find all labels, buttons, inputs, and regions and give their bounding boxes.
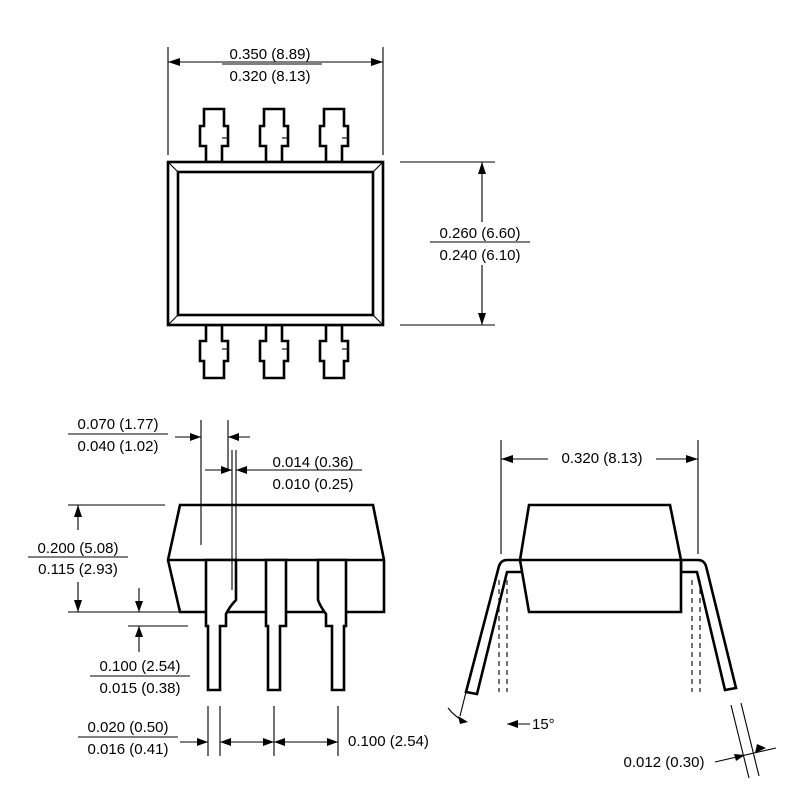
side-lead-2 — [264, 558, 288, 692]
side-pin-thickness-max: 0.014 (0.36) — [273, 454, 354, 471]
top-view: 0.350 (8.89) 0.320 (8.13) 0.260 (6.60) 0… — [166, 46, 530, 380]
side-height-max: 0.200 (5.08) — [38, 540, 119, 557]
end-row-spacing: 0.320 (8.13) — [562, 450, 643, 467]
end-lead-left — [464, 558, 525, 696]
top-width-max: 0.350 (8.89) — [230, 46, 311, 63]
top-lead-1 — [198, 107, 230, 164]
top-lead-2 — [258, 107, 290, 164]
side-lead-3 — [316, 558, 348, 692]
end-lead-thickness: 0.012 (0.30) — [624, 754, 705, 771]
side-pin-thickness-min: 0.010 (0.25) — [273, 476, 354, 493]
bottom-lead-2 — [258, 323, 290, 380]
top-height-max: 0.260 (6.60) — [440, 225, 521, 242]
side-standoff-max: 0.100 (2.54) — [100, 658, 181, 675]
side-lead-width-min: 0.016 (0.41) — [88, 741, 169, 758]
side-pin-width-max: 0.070 (1.77) — [78, 416, 159, 433]
top-body-outline — [166, 160, 385, 327]
bottom-lead-3 — [318, 323, 350, 380]
side-standoff-min: 0.015 (0.38) — [100, 680, 181, 697]
top-width-min: 0.320 (8.13) — [230, 68, 311, 85]
side-lead-width-max: 0.020 (0.50) — [88, 719, 169, 736]
bottom-lead-1 — [198, 323, 230, 380]
end-body — [518, 503, 683, 614]
side-pin-width-min: 0.040 (1.02) — [78, 438, 159, 455]
end-angle: 15° — [532, 716, 555, 733]
top-height-min: 0.240 (6.10) — [440, 247, 521, 264]
side-view: 0.070 (1.77) 0.040 (1.02) 0.014 (0.36) 0… — [28, 416, 429, 758]
side-pitch: 0.100 (2.54) — [348, 733, 429, 750]
top-body-inner — [176, 170, 375, 317]
side-lead-1 — [204, 558, 238, 692]
end-lead-right — [679, 558, 738, 692]
side-height-min: 0.115 (2.93) — [38, 561, 118, 578]
end-view: 0.320 (8.13) 15° 0.012 (0.30) — [447, 440, 777, 779]
top-lead-3 — [318, 107, 350, 164]
